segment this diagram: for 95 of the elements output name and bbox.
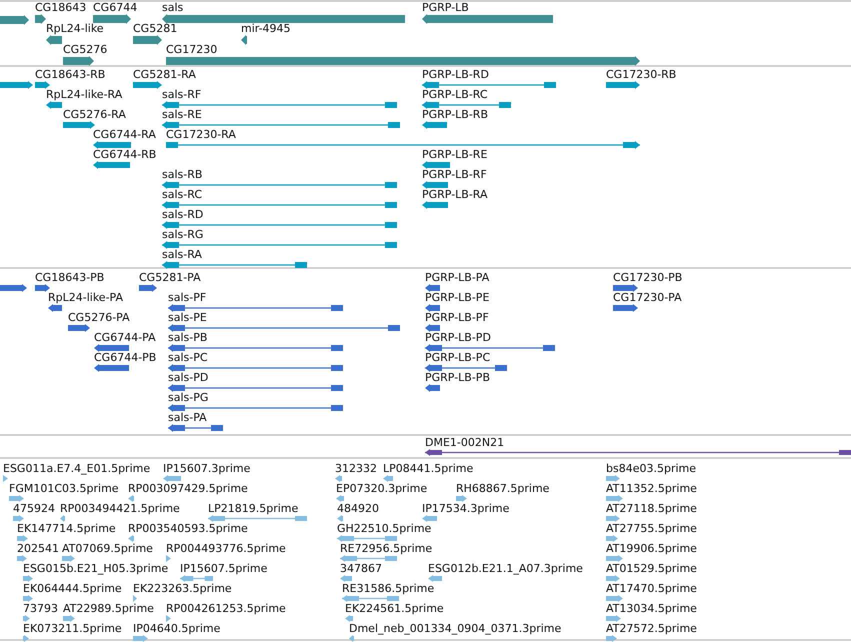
feature-label: RE31586.5prime — [342, 583, 434, 595]
feature-label: RP004493776.5prime — [166, 543, 286, 555]
feature-label: PGRP-LB-RB — [422, 109, 488, 121]
feature-label: LP21819.5prime — [208, 503, 298, 515]
feature-label: 484920 — [337, 503, 379, 515]
feature-label: CG5276-RA — [63, 109, 126, 121]
feature-label: 202541 — [17, 543, 59, 555]
feature-label: ESG015b.E21_H05.3prime — [23, 563, 168, 575]
feature-label: GH22510.5prime — [337, 523, 432, 535]
feature-label: mir-4945 — [241, 23, 291, 35]
feature-label: CG5276-PA — [68, 312, 130, 324]
feature-label: 347867 — [340, 563, 382, 575]
feature-label: RpL24-like-RA — [46, 89, 122, 101]
feature-label: PGRP-LB-PF — [425, 312, 489, 324]
feature-label: AT22989.5prime — [63, 603, 154, 615]
feature-label: CG17230-RA — [166, 129, 236, 141]
feature-label: PGRP-LB-RC — [422, 89, 488, 101]
feature-label: sals-RE — [162, 109, 202, 121]
feature-label: sals-RD — [162, 209, 204, 221]
feature-label: AT07069.5prime — [62, 543, 153, 555]
feature-label: CG18643-PB — [35, 272, 104, 284]
feature-label: sals-RA — [162, 249, 202, 261]
feature-label: EK064444.5prime — [23, 583, 122, 595]
feature-label: EK224561.5prime — [345, 603, 444, 615]
feature-label: CG6744-RB — [93, 149, 156, 161]
feature-label: CG17230-RB — [606, 69, 676, 81]
feature-label: PGRP-LB-PB — [425, 372, 490, 384]
feature-label: CG6744-PA — [94, 332, 156, 344]
feature-label: CG6744-PB — [94, 352, 156, 364]
feature-label: RpL24-like-PA — [48, 292, 124, 304]
feature-label: sals-PD — [168, 372, 208, 384]
feature-label: CG6744 — [93, 2, 138, 14]
feature-label: sals-PG — [168, 392, 208, 404]
feature-label: PGRP-LB-RA — [422, 189, 488, 201]
feature-label: ESG011a.E7.4_E01.5prime — [3, 463, 150, 475]
feature-label: EK223263.5prime — [133, 583, 232, 595]
feature-label: EK147714.5prime — [17, 523, 116, 535]
feature-label: IP15607.5prime — [180, 563, 268, 575]
feature-label: sals-PE — [168, 312, 207, 324]
feature-label: CG5281-RA — [133, 69, 196, 81]
feature-label: PGRP-LB-RD — [422, 69, 489, 81]
feature-label: RH68867.5prime — [456, 483, 550, 495]
feature-label: sals-PC — [168, 352, 208, 364]
feature-label: PGRP-LB-PD — [425, 332, 491, 344]
feature-label: bs84e03.5prime — [606, 463, 696, 475]
feature-label: ESG012b.E21.1_A07.3prime — [428, 563, 583, 575]
feature-label: EP07320.3prime — [336, 483, 428, 495]
feature-label: IP15607.3prime — [163, 463, 250, 475]
feature-label: 312332 — [335, 463, 377, 475]
feature-label: PGRP-LB-RF — [422, 169, 487, 181]
feature-label: sals-PA — [168, 412, 207, 424]
feature-label: AT27755.5prime — [606, 523, 697, 535]
feature-label: AT11352.5prime — [606, 483, 697, 495]
feature-label: sals-PF — [168, 292, 206, 304]
feature-label: CG18643-RB — [35, 69, 106, 81]
feature-label: 73793 — [23, 603, 58, 615]
feature-label: AT19906.5prime — [606, 543, 697, 555]
feature-label: RpL24-like — [46, 23, 104, 35]
feature-label: RP003540593.5prime — [128, 523, 248, 535]
feature-label: PGRP-LB-RE — [422, 149, 488, 161]
feature-label: CG17230-PB — [613, 272, 682, 284]
feature-label: AT27572.5prime — [606, 623, 697, 635]
feature-label: LP08441.5prime — [383, 463, 474, 475]
feature-label: Dmel_neb_001334_0904_0371.3prime — [349, 623, 562, 635]
feature-label: CG6744-RA — [93, 129, 156, 141]
feature-label: RP003097429.5prime — [128, 483, 248, 495]
feature-label: RE72956.5prime — [340, 543, 432, 555]
feature-label: AT17470.5prime — [606, 583, 697, 595]
feature-label: sals-PB — [168, 332, 208, 344]
feature-label: AT01529.5prime — [606, 563, 697, 575]
feature-label: IP17534.3prime — [422, 503, 510, 515]
feature-label: CG18643 — [35, 2, 86, 14]
feature-label: AT13034.5prime — [606, 603, 697, 615]
feature-label: sals — [162, 2, 184, 14]
feature-label: sals-RF — [162, 89, 202, 101]
feature-label: CG5276 — [63, 44, 108, 56]
feature-label: RP003494421.5prime — [60, 503, 180, 515]
feature-label: PGRP-LB-PA — [425, 272, 490, 284]
feature-label: AT27118.5prime — [606, 503, 697, 515]
feature-label: sals-RC — [162, 189, 202, 201]
feature-label: PGRP-LB-PC — [425, 352, 490, 364]
feature-label: CG5281 — [133, 23, 178, 35]
feature-label: CG5281-PA — [139, 272, 201, 284]
feature-label: IP04640.5prime — [133, 623, 220, 635]
feature-label: DME1-002N21 — [425, 437, 504, 449]
feature-label: RP004261253.5prime — [166, 603, 286, 615]
feature-label: FGM101C03.5prime — [9, 483, 119, 495]
feature-label: PGRP-LB-PE — [425, 292, 490, 304]
feature-label: 475924 — [13, 503, 55, 515]
feature-label: sals-RG — [162, 229, 204, 241]
feature-label: CG17230 — [166, 44, 218, 56]
feature-label: EK073211.5prime — [23, 623, 122, 635]
feature-label: PGRP-LB — [422, 2, 469, 14]
feature-label: CG17230-PA — [613, 292, 682, 304]
feature-label: sals-RB — [162, 169, 202, 181]
